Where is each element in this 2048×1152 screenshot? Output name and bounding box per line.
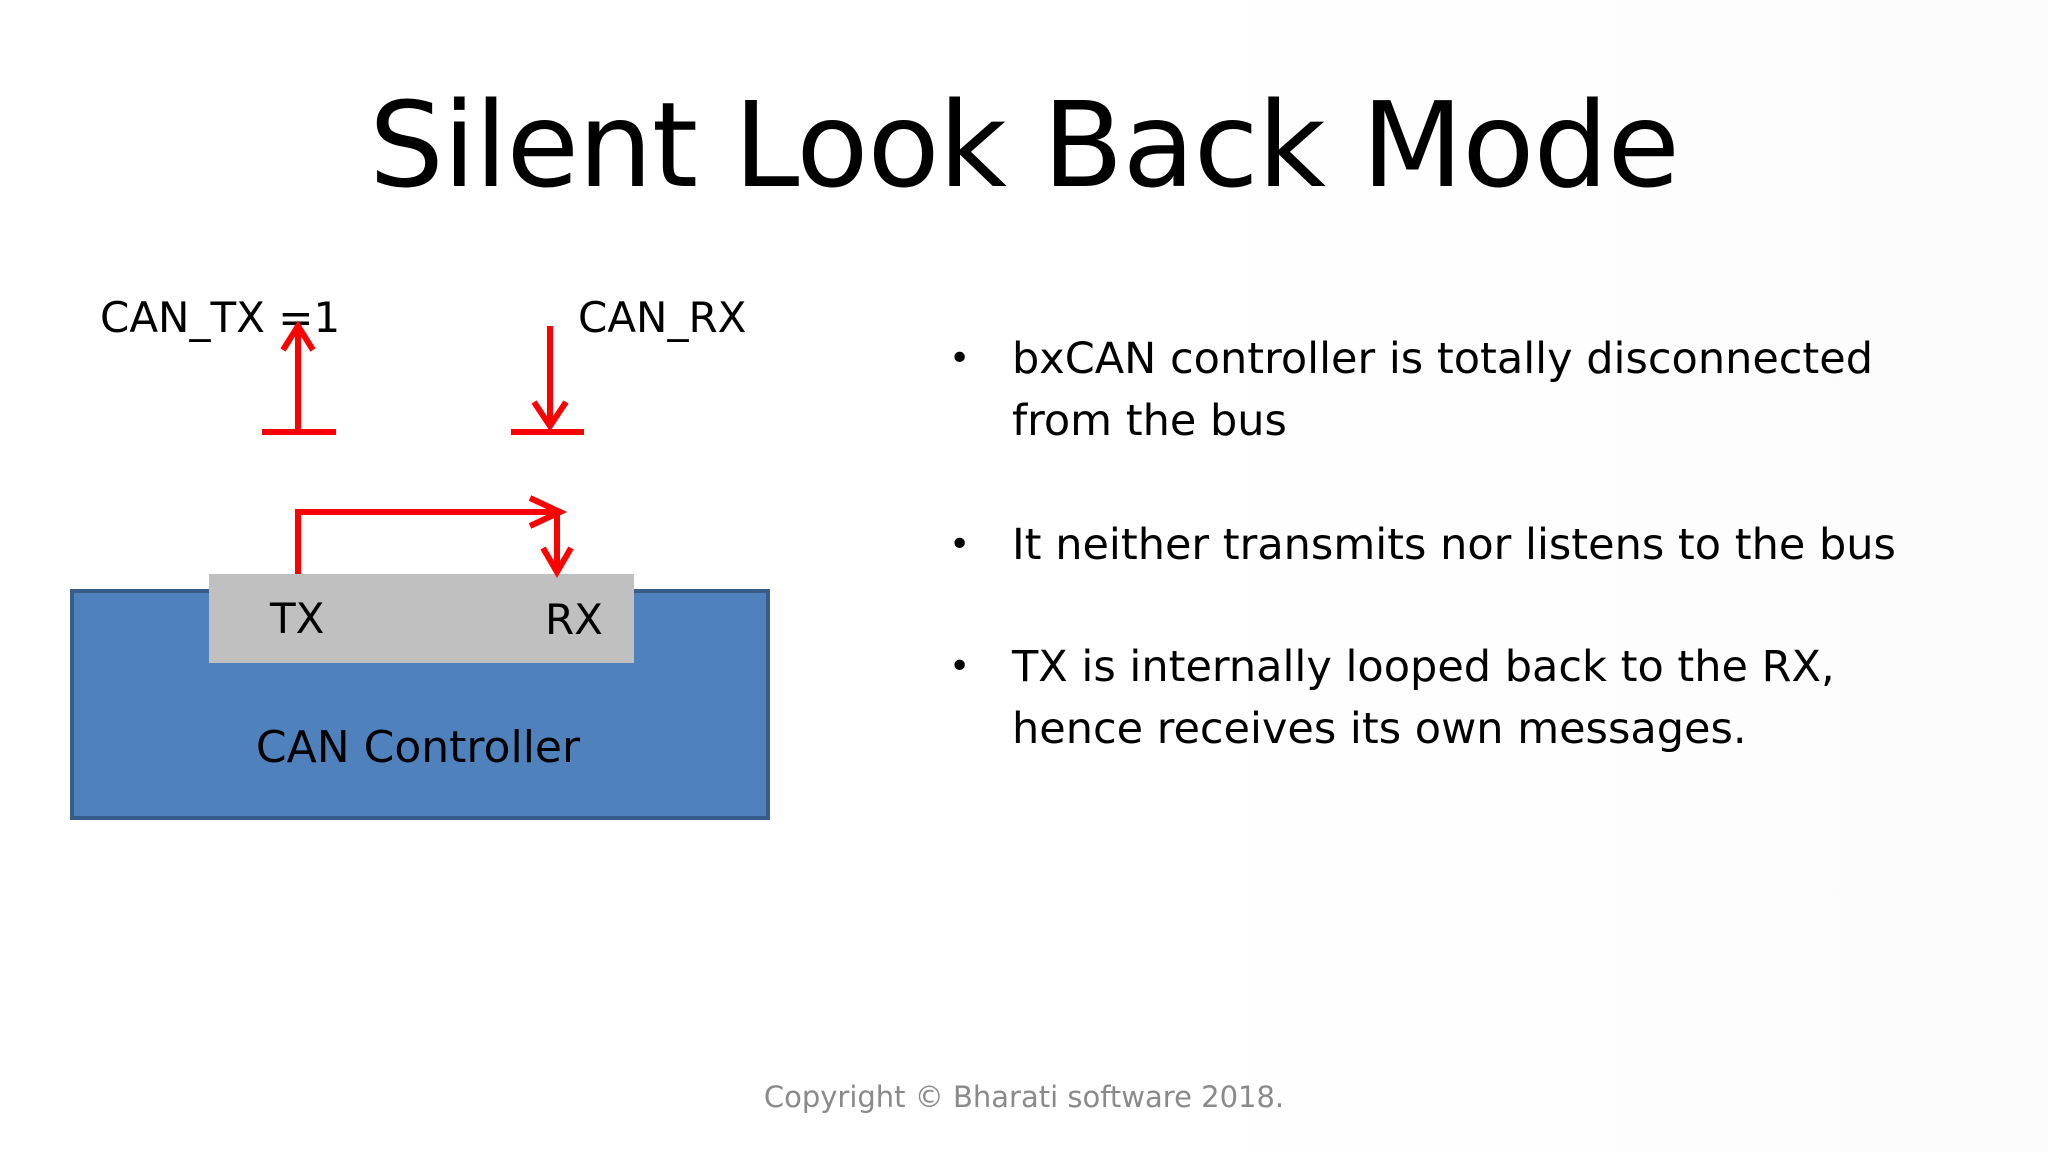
can-tx-up-arrow-icon — [262, 320, 336, 435]
copyright-notice: Copyright © Bharati software 2018. — [763, 1080, 1285, 1114]
bullet-dot-icon: • — [949, 338, 971, 379]
bullet-text: TX is internally looped back to the RX, … — [1012, 642, 1835, 754]
bullet-item: • bxCAN controller is totally disconnect… — [945, 328, 1965, 452]
bullet-dot-icon: • — [949, 646, 971, 687]
loopback-arrow-icon — [295, 495, 574, 578]
bullet-item: • TX is internally looped back to the RX… — [945, 636, 1965, 760]
can-rx-down-arrow-icon — [511, 326, 584, 435]
bullet-dot-icon: • — [949, 524, 971, 565]
bullet-list: • bxCAN controller is totally disconnect… — [945, 328, 1965, 822]
can-controller-label: CAN Controller — [256, 722, 581, 773]
bullet-text: bxCAN controller is totally disconnected… — [1012, 334, 1874, 446]
can-rx-label: CAN_RX — [578, 293, 746, 342]
slide-title: Silent Look Back Mode — [368, 76, 1680, 214]
bullet-text: It neither transmits nor listens to the … — [1012, 520, 1896, 570]
rx-pin-label: RX — [545, 595, 603, 644]
bullet-item: • It neither transmits nor listens to th… — [945, 514, 1965, 576]
tx-pin-label: TX — [269, 594, 324, 643]
pin-block — [209, 574, 634, 663]
